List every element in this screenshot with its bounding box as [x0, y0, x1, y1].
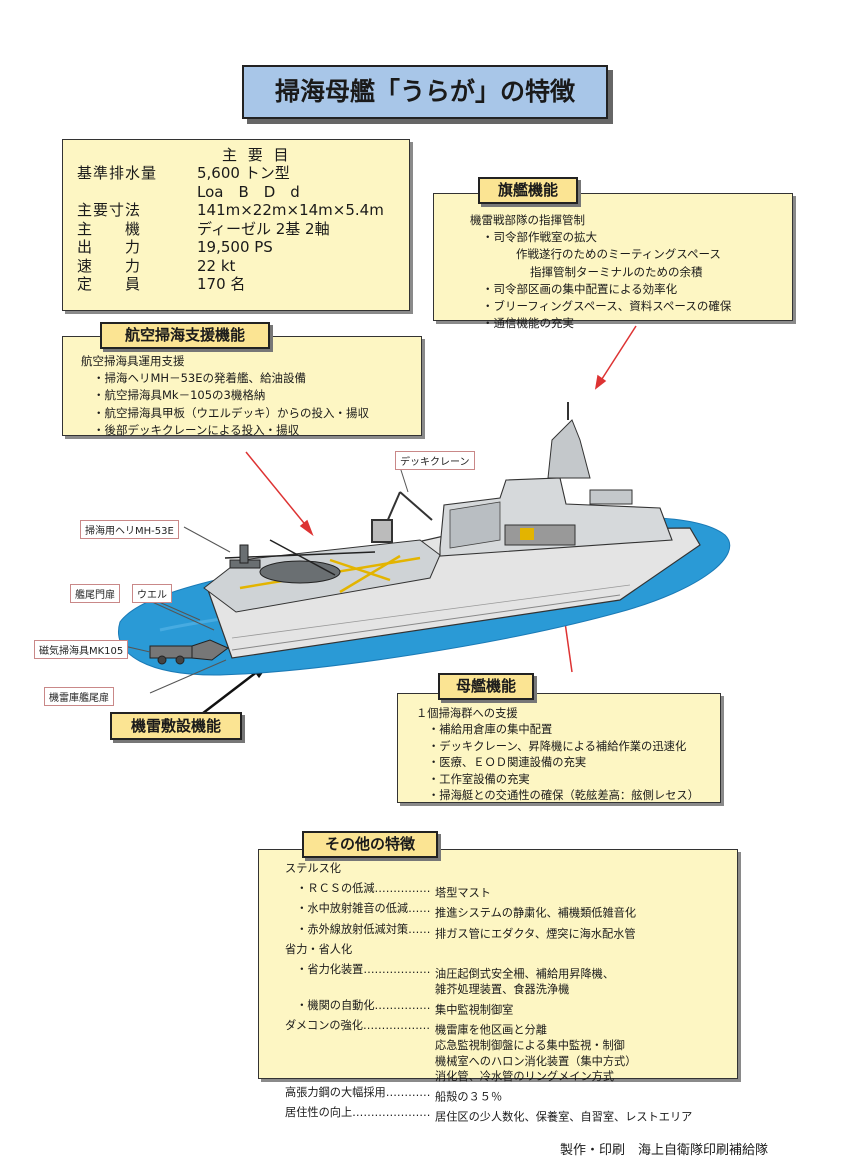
list-item: ・後部デッキクレーンによる投入・揚収 — [93, 422, 300, 437]
list-item: ・ブリーフィングスペース、資料スペースの確保 — [482, 299, 732, 314]
list-item: ・デッキクレーン、昇降機による補給作業の迅速化 — [428, 739, 687, 753]
list-item: ・赤外線放射低減対策……排ガス管にエダクタ、煙突に海水配水管 — [285, 922, 636, 941]
list-item: ・機関の自動化……………集中監視制御室 — [285, 998, 514, 1017]
list-item: 指揮管制ターミナルのための余積 — [530, 264, 703, 279]
flagship-tag: 旗艦機能 — [478, 177, 578, 204]
label-stern-door: 艦尾門扉 — [70, 584, 120, 603]
list-item: ・司令部作戦室の拡大 — [482, 230, 597, 245]
list-item: 機械室へのハロン消化装置（集中方式） — [435, 1054, 637, 1068]
mother-ship-box: １個掃海群への支援 ・補給用倉庫の集中配置 ・デッキクレーン、昇降機による補給作… — [397, 693, 721, 803]
credit-line: 製作・印刷 海上自衛隊印刷補給隊 — [560, 1143, 769, 1158]
list-item: ・医療、ＥＯＤ関連設備の充実 — [428, 756, 587, 770]
spec-row: 主 機ディーゼル 2基 2軸 — [77, 219, 330, 238]
list-item: 居住性の向上…………………居住区の少人数化、保養室、自習室、レストエリア — [285, 1106, 693, 1124]
list-item: ・掃海艇との交通性の確保（乾舷差高：舷側レセス） — [428, 789, 700, 803]
list-item: 応急監視制御盤による集中監視・制御 — [435, 1039, 625, 1053]
list-item: １個掃海群への支援 — [416, 707, 518, 720]
specs-heading: 主 要 目 — [222, 146, 292, 164]
list-item: ・通信機能の充実 — [482, 316, 574, 331]
air-support-tag: 航空掃海支援機能 — [100, 322, 270, 349]
mother-ship-tag: 母艦機能 — [438, 673, 534, 700]
list-item: ・司令部区画の集中配置による効率化 — [482, 281, 678, 296]
page-title: 掃海母艦「うらが」の特徴 — [242, 65, 608, 119]
label-deck-crane: デッキクレーン — [395, 451, 475, 470]
list-item: ・航空掃海具甲板（ウエルデッキ）からの投入・揚収 — [93, 405, 369, 420]
list-item: ステルス化 — [285, 862, 341, 875]
mine-laying-tag: 機雷敷設機能 — [110, 712, 242, 740]
list-item: 機雷戦部隊の指揮管制 — [470, 213, 585, 227]
list-item: 航空掃海具運用支援 — [81, 354, 185, 368]
list-item: 消化管、冷水管のリングメイン方式 — [435, 1070, 615, 1084]
list-item: ・掃海ヘリMH－53Eの発着艦、給油設備 — [93, 371, 306, 386]
list-item: 高張力鋼の大幅採用…………船殻の３５％ — [285, 1085, 503, 1104]
list-item: 作戦遂行のためのミーティングスペース — [516, 247, 721, 262]
flagship-box: 機雷戦部隊の指揮管制 ・司令部作戦室の拡大 作戦遂行のためのミーティングスペース… — [433, 193, 793, 330]
list-item: 雑芥処理装置、食器洗浄機 — [435, 983, 570, 997]
label-heli: 掃海用ヘリMH-53E — [80, 520, 179, 539]
label-well: ウエル — [132, 584, 172, 603]
list-item: ・補給用倉庫の集中配置 — [428, 723, 553, 737]
list-item: ・ＲＣＳの低減……………塔型マスト — [285, 882, 491, 900]
list-item: ・水中放射雑音の低減……推進システムの静粛化、補機類低雑音化 — [285, 902, 637, 920]
other-features-box: ステルス化 ・ＲＣＳの低減……………塔型マスト ・水中放射雑音の低減……推進シス… — [258, 849, 738, 1124]
label-mine-door: 機雷庫艦尾扉 — [44, 687, 114, 706]
other-features-tag: その他の特徴 — [302, 831, 438, 858]
list-item: ダメコンの強化………………機雷庫を他区画と分離 — [285, 1018, 547, 1037]
list-item: ・航空掃海具Mk－105の3機格納 — [93, 388, 266, 403]
list-item: ・工作室設備の充実 — [428, 772, 530, 786]
list-item: ・省力化装置………………油圧起倒式安全柵、補給用昇降機、 — [285, 962, 615, 981]
spec-row: Loa B D d — [197, 182, 300, 201]
list-item: 省力・省人化 — [285, 942, 353, 956]
label-mk105: 磁気掃海具MK105 — [34, 640, 129, 659]
